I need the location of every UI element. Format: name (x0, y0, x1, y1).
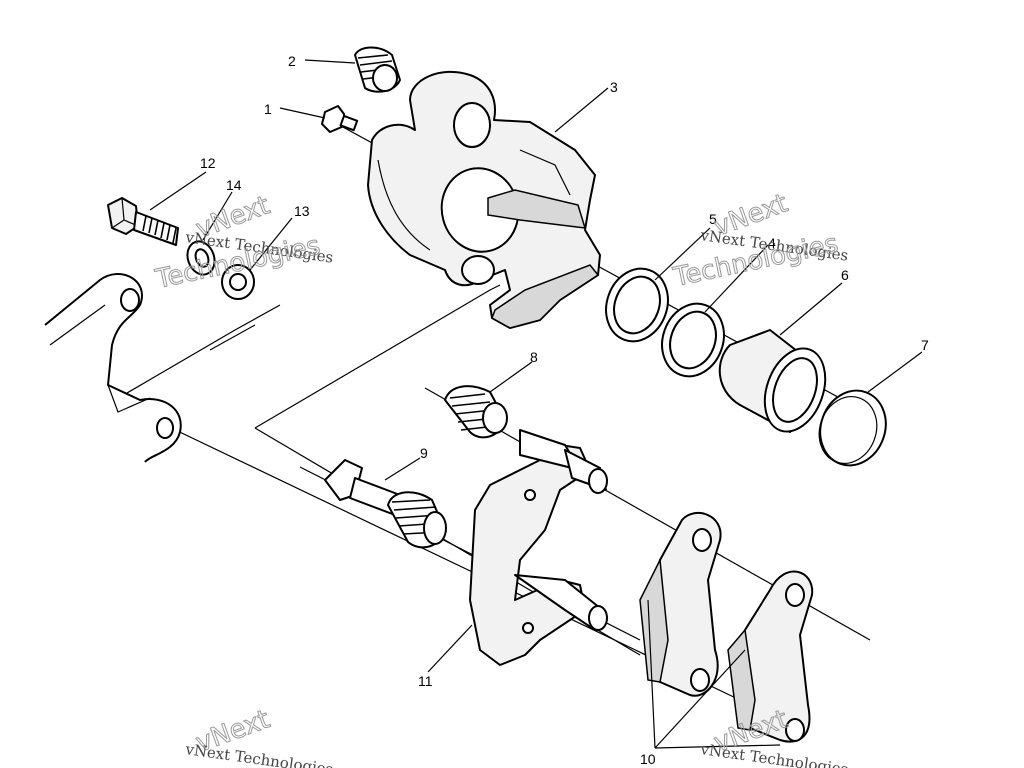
part-11-caliper-bracket (469, 429, 608, 666)
axis-line (114, 304, 281, 401)
part-8-pin-boot (444, 385, 508, 439)
mounting-arm (44, 273, 182, 463)
callout-3: 3 (610, 79, 618, 95)
callout-6: 6 (841, 267, 849, 283)
part-10-brake-pad-inner (639, 511, 722, 697)
part-1-bleeder-screw (321, 105, 359, 133)
part-10-brake-pad-outer (727, 570, 814, 743)
axis-line (164, 424, 741, 701)
part-4-dust-seal (661, 302, 725, 378)
watermark-bottom-right: vNext vNext Technologies (698, 704, 849, 768)
callout-7: 7 (921, 337, 929, 353)
callout-13: 13 (294, 203, 310, 219)
callout-11: 11 (418, 673, 433, 689)
callouts: 1 2 3 4 5 6 7 8 9 10 11 12 13 14 (200, 53, 929, 767)
callout-1: 1 (264, 101, 272, 117)
leader-lines (149, 59, 923, 749)
callout-12: 12 (200, 155, 216, 171)
watermark-bottom-left: vNext vNext Technologies (183, 704, 334, 768)
callout-4: 4 (768, 235, 776, 251)
part-13-flat-washer (221, 264, 255, 300)
callout-8: 8 (530, 349, 538, 365)
part-6-piston (718, 329, 827, 433)
callout-2: 2 (288, 53, 296, 69)
callout-9: 9 (420, 445, 428, 461)
part-3-caliper-housing (367, 70, 601, 329)
svg-text:vNext Technologies: vNext Technologies (698, 740, 849, 768)
part-12-bolt (107, 197, 179, 246)
callout-5: 5 (709, 211, 717, 227)
part-9-slide-pin (324, 459, 447, 549)
svg-text:vNext Technologies: vNext Technologies (183, 740, 334, 768)
part-5-seal (605, 267, 669, 343)
callout-14: 14 (226, 177, 242, 193)
axis-line (209, 324, 256, 351)
callout-10: 10 (640, 751, 656, 767)
part-2-bleeder-plug (354, 46, 401, 93)
part-7-piston-cap (818, 389, 887, 467)
part-14-lock-washer (186, 240, 216, 276)
axis-line (254, 284, 501, 429)
